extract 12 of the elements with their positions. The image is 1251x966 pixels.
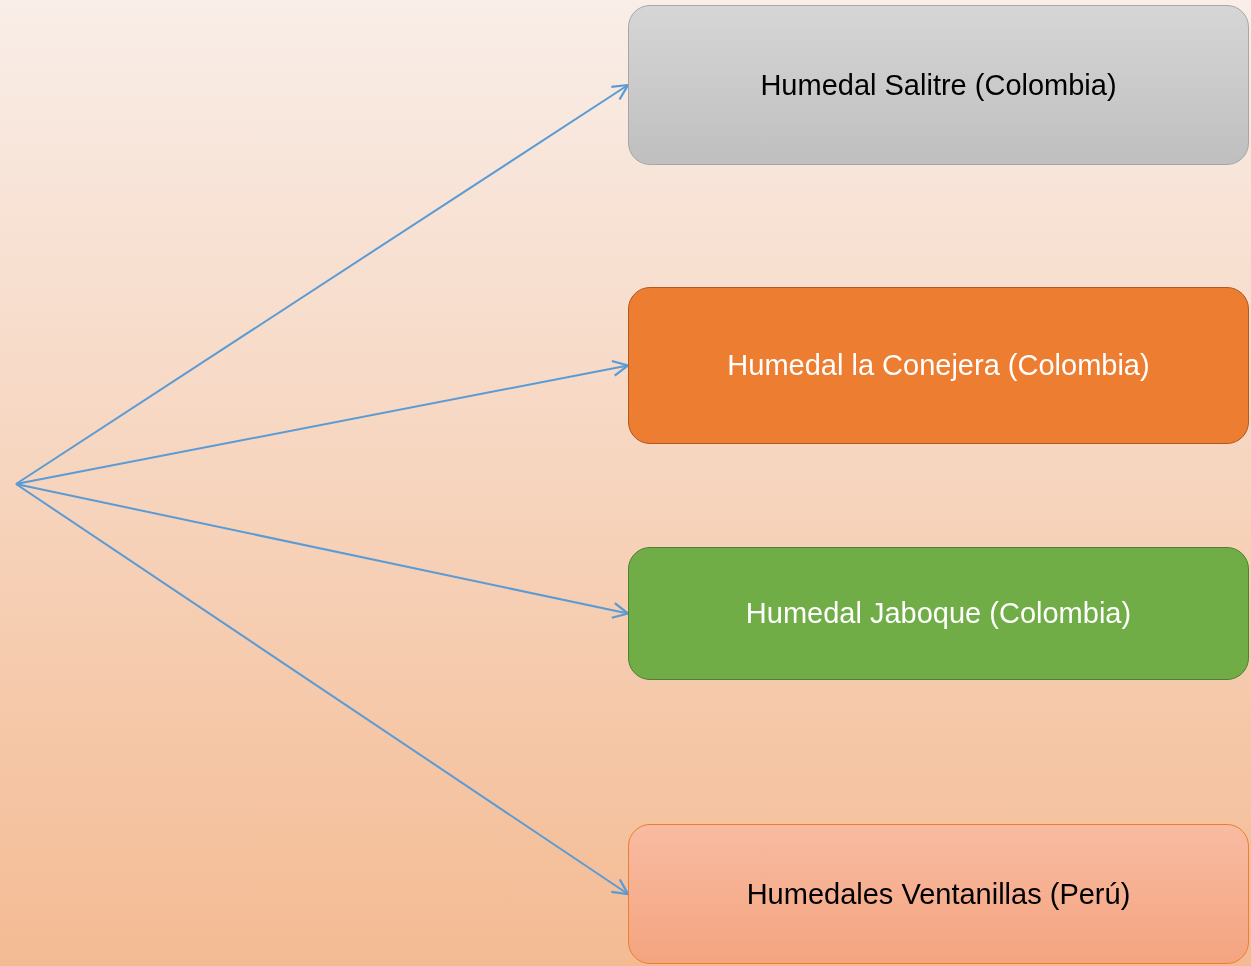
process-box — [628, 5, 1249, 165]
node-label: Humedales Ventanillas (Perú) — [746, 877, 1131, 911]
node-label: Humedal la Conejera (Colombia) — [727, 349, 1150, 382]
node-label: Humedal Salitre (Colombia) — [760, 68, 1117, 102]
arrow — [15, 83, 630, 485]
arrow — [15, 483, 630, 619]
process-box — [628, 824, 1249, 964]
arrow — [15, 483, 630, 896]
process-box — [628, 547, 1249, 680]
arrow — [15, 359, 630, 485]
node-label: Humedal Jaboque (Colombia) — [745, 597, 1132, 630]
process-box — [628, 287, 1249, 444]
